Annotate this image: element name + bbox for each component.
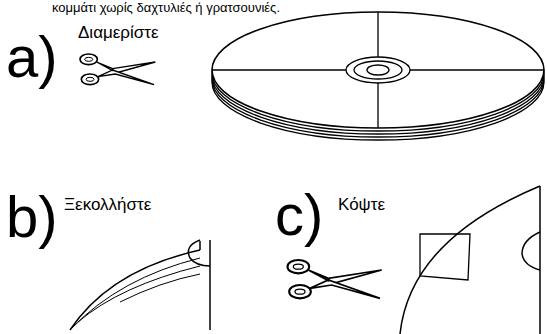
- disc-quarter: [400, 186, 540, 334]
- scissors-icon: [80, 54, 155, 85]
- peeled-piece: [70, 240, 210, 330]
- step-letter: a): [6, 28, 58, 86]
- step-label: Κόψτε: [338, 196, 385, 213]
- step-label: Ξεκολλήστε: [64, 196, 151, 213]
- disc-stack: [212, 12, 544, 140]
- step-letter: b): [6, 188, 58, 246]
- scissors-icon: [288, 260, 382, 298]
- step-letter: c): [275, 186, 323, 244]
- instruction-text: κομμάτι χωρίς δαχτυλιές ή γρατσουνιές.: [52, 1, 280, 14]
- step-label: Διαμερίστε: [78, 24, 159, 41]
